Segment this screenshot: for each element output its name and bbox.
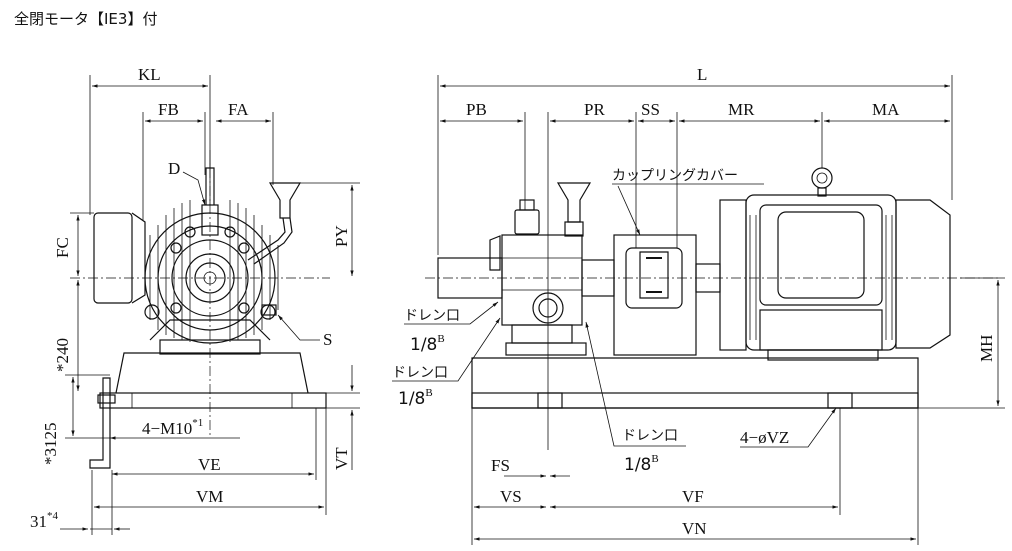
dim-ve: VE [198, 455, 221, 474]
dim-fs: FS [491, 456, 510, 475]
dim-fa: FA [228, 100, 249, 119]
label-vz: 4−øVZ [740, 428, 789, 447]
pump-casing [171, 239, 249, 317]
fan-cover [895, 199, 951, 349]
drain-1-size: 1/8B [410, 333, 445, 355]
side-funnel [556, 182, 592, 223]
common-base [471, 357, 919, 409]
label-coupling-cover: カップリングカバー [612, 168, 738, 184]
terminal-box-side [777, 211, 865, 299]
pump-body [501, 234, 583, 326]
label-drain-3: ドレン口 [622, 428, 678, 444]
dim-fb: FB [158, 100, 179, 119]
priming-funnel [268, 182, 302, 219]
motor-end-bracket [719, 199, 747, 351]
side-view-dimensions: L PB PR SS MR MA カップリングカバー ドレン口 1/8B ドレン… [392, 65, 1005, 545]
label-s: S [323, 330, 332, 349]
dim-py: PY [332, 225, 351, 247]
side-fins [749, 215, 893, 340]
dim-pr: PR [584, 100, 605, 119]
dim-240: *240 [53, 338, 72, 372]
motor-foot [159, 339, 261, 355]
end-view-dimensions: KL FB FA D FC PY S *240 *3125 [30, 65, 360, 535]
dim-ss: SS [641, 100, 660, 119]
terminal-box [93, 212, 133, 304]
dim-bolt-label: 4−M10*1 [142, 417, 203, 438]
dim-fc: FC [53, 237, 72, 258]
dim-3125: *3125 [41, 423, 60, 466]
dim-mr: MR [728, 100, 755, 119]
page-title: 全閉モータ【IE3】付 [14, 10, 158, 28]
base-frame [115, 352, 309, 394]
label-drain-1: ドレン口 [404, 308, 460, 324]
eye-bolt [811, 167, 833, 189]
motor-frame [745, 194, 897, 351]
motor-housing [144, 212, 276, 344]
drain-2-size: 1/8B [398, 387, 433, 409]
dim-ma: MA [872, 100, 900, 119]
dim-31: 31*4 [30, 510, 59, 531]
base-plate [99, 392, 327, 409]
dim-vs: VS [500, 487, 522, 506]
dim-kl: KL [138, 65, 161, 84]
side-view [425, 167, 1000, 409]
label-drain-2: ドレン口 [392, 365, 448, 381]
end-view [70, 150, 330, 435]
casing-bolts [144, 226, 276, 320]
dim-vf: VF [682, 487, 704, 506]
drain-3-size: 1/8B [624, 453, 659, 475]
dim-pb: PB [466, 100, 487, 119]
dim-vt: VT [332, 447, 351, 470]
dim-mh: MH [977, 335, 996, 362]
dim-l: L [697, 65, 707, 84]
dim-vn: VN [682, 519, 707, 538]
dim-vm: VM [196, 487, 223, 506]
anchor-bolt [89, 377, 111, 469]
label-d: D [168, 159, 180, 178]
coupling-cover [613, 234, 697, 356]
